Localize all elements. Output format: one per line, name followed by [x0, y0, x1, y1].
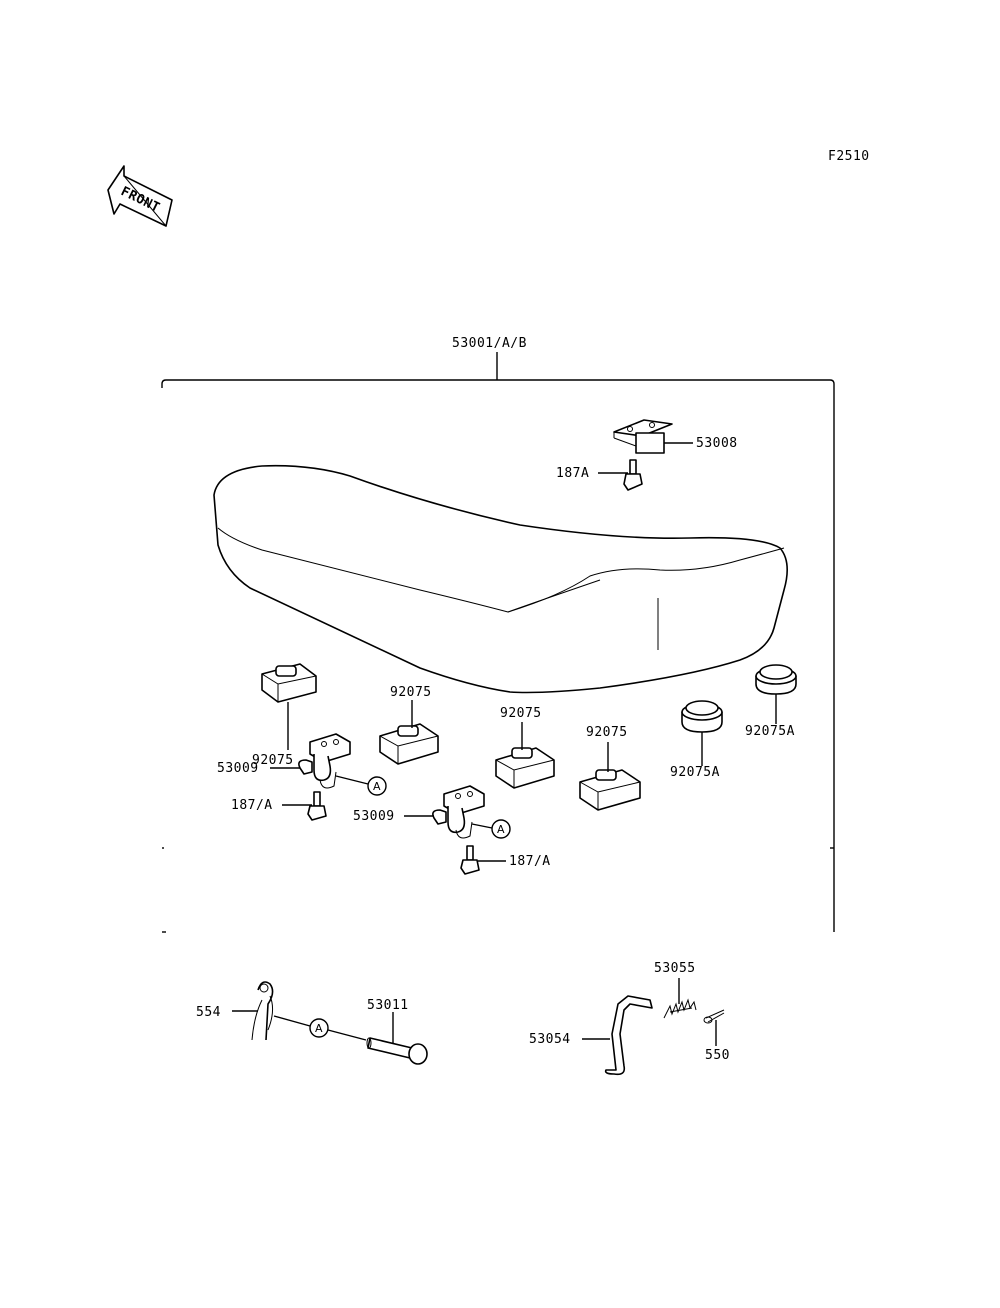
spring-53055-part — [663, 998, 697, 1019]
group-label: 53001/A/B — [452, 336, 527, 351]
seat-assembly — [213, 464, 788, 694]
bracket-53008-part — [613, 419, 673, 454]
lever-53054-part — [604, 995, 653, 1076]
label-53009-center: 53009 — [353, 809, 395, 824]
damper-92075-3-part — [495, 747, 555, 789]
ref-circle-a-bottom — [309, 1018, 329, 1038]
damper-92075-left-part — [261, 663, 317, 703]
cotter-550-part — [703, 1009, 725, 1024]
bolt-187a-left-part — [307, 791, 327, 821]
group-frame — [161, 352, 835, 933]
label-187a-top: 187A — [556, 466, 589, 481]
ref-marker-a-center: A — [497, 823, 505, 836]
ref-circle-a-center — [491, 819, 511, 839]
cap-92075a-left-part — [681, 700, 723, 733]
bolt-187a-bottom-part — [460, 845, 480, 875]
pin-53011-part — [366, 1037, 428, 1065]
label-53008: 53008 — [696, 436, 738, 451]
label-187a-left: 187/A — [231, 798, 273, 813]
bolt-187a-top-part — [623, 459, 643, 491]
label-53009-left: 53009 — [217, 761, 259, 776]
label-53011: 53011 — [367, 998, 409, 1013]
ref-marker-a-bottom: A — [315, 1022, 323, 1035]
label-92075-3: 92075 — [500, 706, 542, 721]
label-187a-bottom: 187/A — [509, 854, 551, 869]
label-550: 550 — [705, 1048, 730, 1063]
damper-92075-2-part — [379, 723, 439, 765]
label-92075-2: 92075 — [390, 685, 432, 700]
label-53055: 53055 — [654, 961, 696, 976]
label-92075a-left: 92075A — [670, 765, 720, 780]
label-92075-left: 92075 — [252, 753, 294, 768]
hook-53009-left-part — [298, 733, 351, 789]
diagram-code: F2510 — [828, 149, 870, 164]
front-arrow-icon: FRONT — [107, 165, 173, 228]
damper-92075-4-part — [579, 769, 641, 811]
label-53054: 53054 — [529, 1032, 571, 1047]
ref-marker-a-left: A — [373, 780, 381, 793]
label-554: 554 — [196, 1005, 221, 1020]
hook-53009-center-part — [432, 785, 485, 839]
label-92075-4: 92075 — [586, 725, 628, 740]
cap-92075a-right-part — [755, 664, 797, 695]
ref-circle-a-left — [367, 776, 387, 796]
label-92075a-right: 92075A — [745, 724, 795, 739]
clip-554-part — [251, 981, 274, 1041]
